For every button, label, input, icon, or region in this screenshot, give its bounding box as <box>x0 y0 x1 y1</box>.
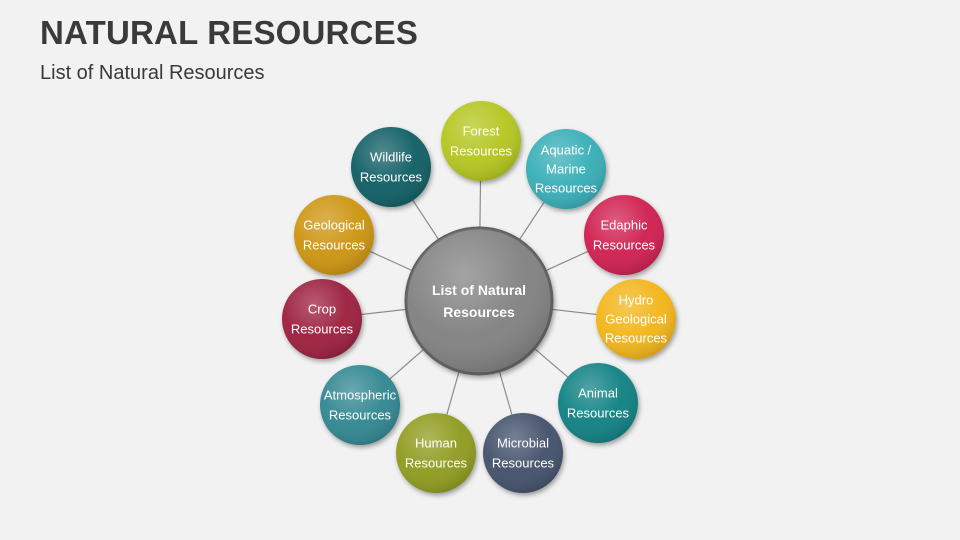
center-node-label: List of Natural <box>432 282 526 298</box>
resource-node-label: Atmospheric <box>324 388 397 403</box>
resource-node-label: Hydro <box>619 293 654 308</box>
resource-node-shine <box>294 195 374 275</box>
resource-node-label: Resources <box>605 331 668 346</box>
resource-node-label: Resources <box>329 408 392 423</box>
resource-node-shine <box>526 129 606 209</box>
resource-node-label: Resources <box>535 181 598 196</box>
resource-node-label: Crop <box>308 302 336 317</box>
resource-node-shine <box>483 413 563 493</box>
resource-node-shine <box>584 195 664 275</box>
resource-node-shine <box>320 365 400 445</box>
resource-node-label: Aquatic / <box>541 143 592 158</box>
resource-node-shine <box>596 279 676 359</box>
resource-node-label: Human <box>415 436 457 451</box>
resource-node-label: Resources <box>360 170 423 185</box>
resource-node-label: Forest <box>463 124 500 139</box>
resource-node-shine <box>396 413 476 493</box>
resource-node-label: Resources <box>593 238 656 253</box>
resource-node-shine <box>282 279 362 359</box>
center-circle-shine <box>406 228 552 374</box>
center-node-label: Resources <box>443 304 515 320</box>
resource-node-label: Animal <box>578 386 618 401</box>
page-title: NATURAL RESOURCES <box>40 14 419 51</box>
resource-node-label: Resources <box>303 238 366 253</box>
resource-node-shine <box>351 127 431 207</box>
resource-node-label: Resources <box>567 406 630 421</box>
resource-node-label: Marine <box>546 162 586 177</box>
resource-node-shine <box>441 101 521 181</box>
resource-node-label: Resources <box>405 456 468 471</box>
resource-node-label: Resources <box>492 456 555 471</box>
resource-node-label: Resources <box>291 322 354 337</box>
resource-node-label: Resources <box>450 144 513 159</box>
resource-node-shine <box>558 363 638 443</box>
resource-node-label: Geological <box>303 218 365 233</box>
resource-node-label: Geological <box>605 312 667 327</box>
resource-node-label: Microbial <box>497 436 549 451</box>
resource-node-label: Wildlife <box>370 150 412 165</box>
page-subtitle: List of Natural Resources <box>40 62 265 84</box>
resource-node-label: Edaphic <box>601 218 648 233</box>
